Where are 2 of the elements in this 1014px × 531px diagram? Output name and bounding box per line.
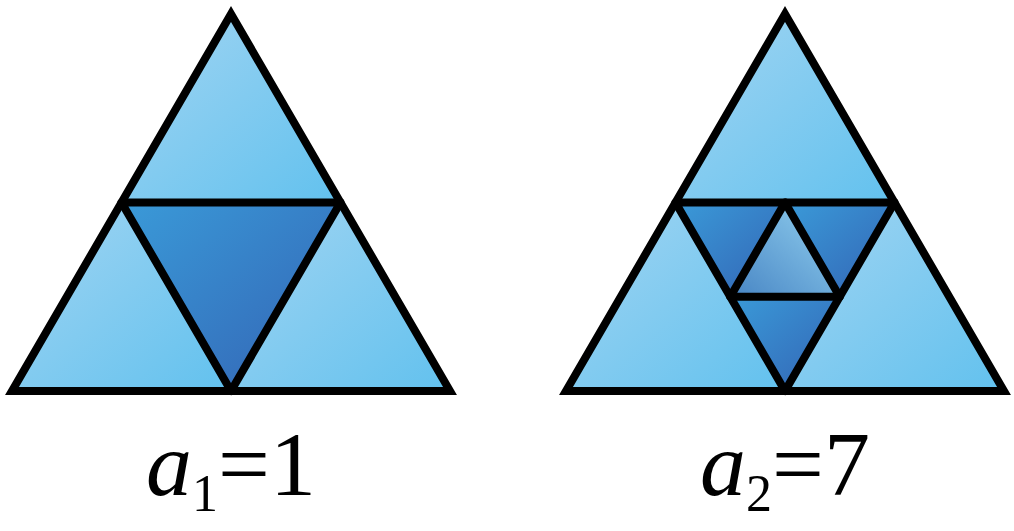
equation-label: a$_{2}$=7 xyxy=(700,413,870,515)
equation-label: a$_{1}$=1 xyxy=(146,413,316,515)
